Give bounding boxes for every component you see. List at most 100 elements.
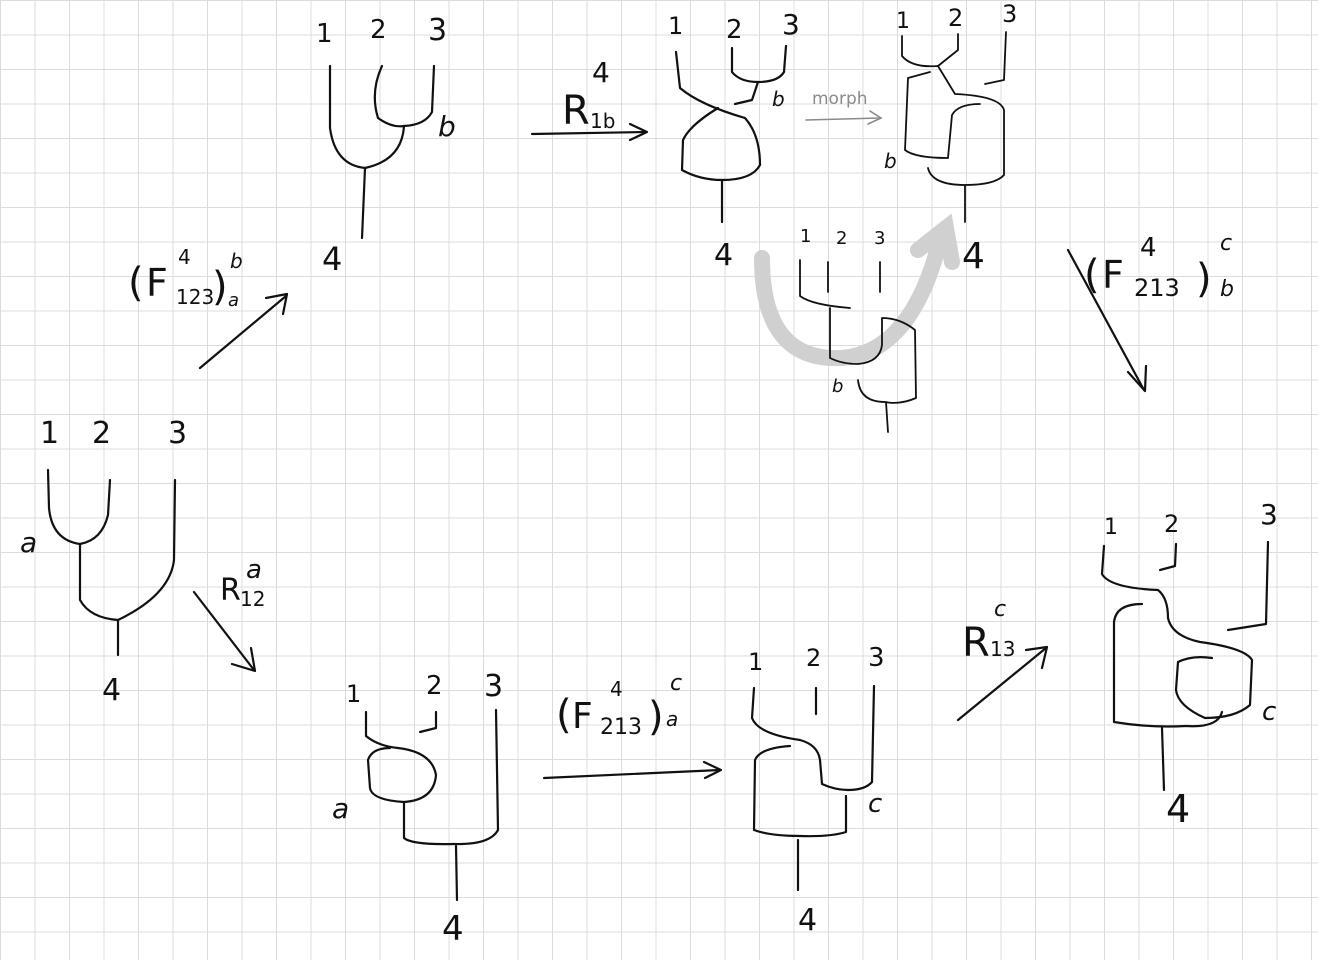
internal-label: b — [832, 376, 843, 397]
strand-1 — [46, 468, 82, 546]
strand-loop — [366, 746, 438, 804]
strand-3 — [1226, 540, 1270, 632]
arrow-outer-sub: a — [666, 707, 678, 731]
arrow-outer-sub: a — [228, 290, 239, 311]
input-label-3: 3 — [1002, 0, 1017, 28]
strand-out — [885, 401, 889, 433]
input-label-3: 3 — [782, 8, 800, 41]
arrow-shaft — [956, 646, 1048, 722]
arrow-close-paren: ) — [1196, 256, 1212, 302]
diagram-after-f213a: 1 2 3 c 4 — [748, 643, 885, 938]
input-label-2: 2 — [836, 228, 847, 249]
strand-1 — [799, 259, 851, 309]
strand-c-outer — [1112, 602, 1188, 728]
arrow-head — [867, 110, 883, 125]
strand-2 — [730, 46, 760, 84]
arrow-letter: R — [962, 620, 990, 666]
arrow-shaft — [530, 130, 648, 136]
arrow-close-paren: ) — [648, 694, 664, 740]
arrow-open-paren: ( — [556, 692, 572, 738]
output-label: 4 — [962, 236, 985, 277]
strand-2 — [937, 33, 959, 67]
diagram-morph-source: 1 2 3 b — [799, 226, 917, 433]
arrow-outer-sup: c — [670, 671, 682, 696]
arrow-shaft — [192, 590, 256, 672]
arrow-sub: 1b — [590, 109, 615, 133]
arrow-letter: R — [562, 88, 590, 134]
internal-label: b — [884, 149, 897, 173]
strand-1-crossing — [1100, 544, 1254, 720]
strand-b-loop — [904, 71, 981, 159]
arrow-sup: 4 — [1140, 233, 1157, 263]
arrow-head — [230, 646, 257, 673]
output-label: 4 — [714, 238, 733, 273]
input-label-1: 1 — [800, 226, 811, 247]
arrow-letter: F — [1102, 253, 1124, 297]
strand-join — [798, 794, 848, 838]
input-label-3: 3 — [484, 669, 503, 704]
input-label-2: 2 — [726, 15, 743, 45]
arrow-letter: F — [572, 696, 593, 737]
arrow-head — [702, 760, 723, 780]
strand-c — [752, 744, 802, 838]
strand-3 — [402, 64, 436, 128]
arrow-shaft — [542, 768, 722, 780]
arrow-head — [264, 292, 289, 316]
internal-label: c — [1262, 697, 1276, 727]
strand-c-inner — [1174, 656, 1214, 720]
arrow-sub: 12 — [240, 587, 265, 611]
internal-label: b — [772, 87, 785, 111]
arrow-sub: 13 — [990, 637, 1015, 661]
arrow-letter: F — [146, 261, 168, 305]
diagram-after-r12: 1 2 3 a 4 — [332, 669, 503, 949]
output-label: 4 — [102, 673, 121, 708]
strand-join — [720, 163, 762, 182]
arrow-head — [1024, 645, 1049, 670]
output-label: 4 — [1166, 787, 1190, 831]
diagram-final: 1 2 3 c 4 — [1100, 498, 1278, 831]
diagram-start: 1 2 3 a 4 — [20, 416, 187, 708]
strand-1-crossing — [674, 50, 762, 167]
strand-2 — [1158, 542, 1178, 572]
internal-label: a — [20, 526, 37, 559]
arrow-shaft — [1066, 248, 1146, 392]
strand-1 — [901, 35, 939, 68]
input-label-2: 2 — [948, 4, 963, 32]
strand-3 — [846, 684, 876, 792]
strand-out — [360, 166, 367, 240]
internal-label: c — [868, 789, 882, 819]
morph-ghost-arrow — [754, 213, 960, 367]
arrow-r12: R a 12 — [192, 555, 265, 673]
strand-2 — [78, 478, 112, 546]
strand-b-upper — [733, 80, 760, 106]
input-label-1: 1 — [40, 416, 59, 451]
arrow-outer-sup: b — [230, 249, 243, 273]
input-label-1: 1 — [1104, 515, 1118, 540]
arrow-sup: c — [994, 597, 1006, 622]
diagram-morph-target: 1 2 3 b 4 — [884, 0, 1017, 277]
strand-out — [454, 844, 459, 902]
arrow-outer-sub: b — [1220, 277, 1234, 302]
input-label-1: 1 — [896, 9, 910, 34]
ghost-arrow-head — [910, 213, 960, 270]
strand-b — [363, 124, 406, 170]
arrow-head — [1126, 364, 1148, 393]
arrow-open-paren: ( — [1084, 252, 1100, 298]
input-label-2: 2 — [426, 671, 443, 701]
diagram-after-f: 1 2 3 b 4 — [316, 13, 456, 278]
arrow-f213b: ( F 4 213 ) c b — [1066, 231, 1234, 393]
arrow-r1b: R 4 1b — [530, 56, 649, 142]
arrow-close-paren: ) — [212, 264, 228, 310]
strand-3 — [756, 44, 788, 84]
ghost-arrow-shaft — [754, 232, 948, 367]
strand-middle-loop — [829, 307, 917, 404]
arrow-r13: R c 13 — [956, 597, 1049, 722]
input-label-2: 2 — [370, 15, 387, 45]
input-label-2: 2 — [1164, 510, 1179, 538]
diagram-after-r1b: 1 2 3 b 4 — [668, 8, 800, 273]
input-label-3: 3 — [1260, 498, 1278, 531]
strand-2 — [373, 64, 406, 128]
strand-b-lower — [680, 106, 724, 182]
arrow-sub: 123 — [176, 285, 214, 309]
